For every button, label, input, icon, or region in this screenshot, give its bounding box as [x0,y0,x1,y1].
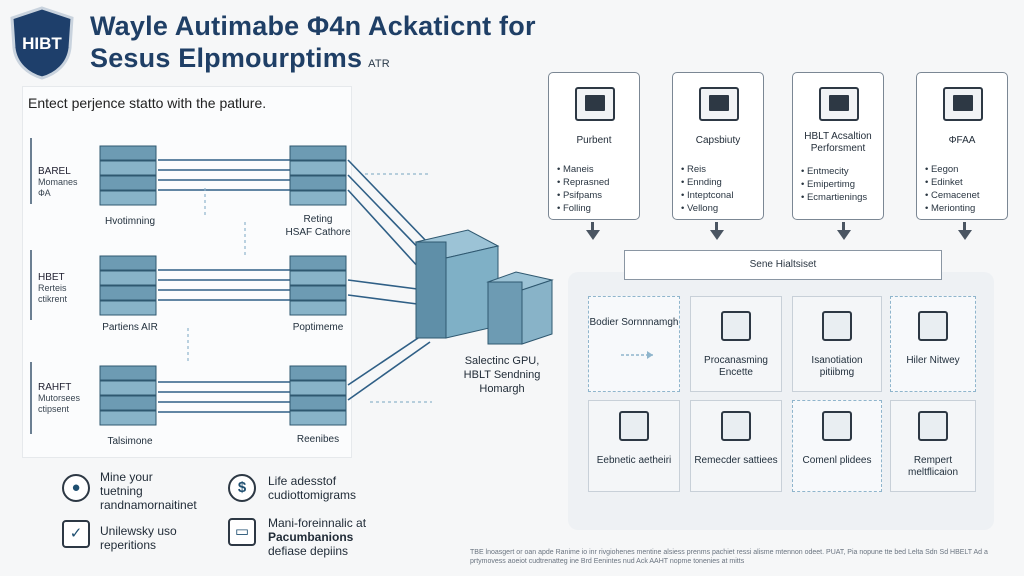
central-server-label: Salectinc GPU, HBLT Sendning Homargh [463,355,541,395]
node-label: Reenibes [296,434,340,445]
service-tile: Hiler Nitwey [890,296,976,392]
node-label: Talsimone [107,436,153,447]
service-tile: Isanotiation pitiibmg [792,296,882,392]
service-tile: Bodier Sornnnamgh [588,296,680,392]
instruction-text: Entect perjence statto with the patlure. [28,95,267,111]
server-stack [99,365,157,426]
node-label: Reting [303,214,333,225]
scanner-icon [721,411,751,441]
central-server [414,229,500,339]
arrow-down-icon [837,230,851,240]
service-tile: Comenl plidees [792,400,882,492]
node-label: Partiens AIR [102,322,158,333]
svg-text:HIBT: HIBT [22,34,62,53]
service-tile: Rempert meltflicaion [890,400,976,492]
server-stack [289,365,347,426]
arrow-down-icon [586,230,600,240]
services-bar: Sene Hialtsiset [624,250,942,280]
arrows-icon [621,351,653,359]
chip-icon [699,87,739,121]
secondary-server [486,271,554,345]
node-label: Hvotimning [104,216,156,227]
arrow-down-icon [710,230,724,240]
location-pin-icon: ● [62,474,90,502]
gears-icon [822,411,852,441]
flag-icon [819,87,859,121]
dollar-icon: $ [228,474,256,502]
title-suffix: ATR [368,58,390,70]
arrow-down-icon [958,230,972,240]
page-title: Wayle Autimabe Φ4n Ackaticnt for Sesus E… [90,10,536,80]
node-label: Poptimeme [292,322,344,333]
monitor-icon: ▭ [228,518,256,546]
title-line-1: Wayle Autimabe Φ4n Ackaticnt for [90,11,536,41]
share-icon [918,411,948,441]
server-stack [99,255,157,316]
service-tile: Eebnetic aetheiri [588,400,680,492]
network-icon [822,311,852,341]
server-stack [289,255,347,316]
footnote: TBE lnoasgert or oan apde Ranime io inr … [470,549,988,565]
network-diagram [99,145,554,426]
board-icon [575,87,615,121]
service-tile: Procanasming Encette [690,296,782,392]
document-icon [619,411,649,441]
service-tile: Remecder sattiees [690,400,782,492]
board-icon [721,311,751,341]
router-icon [918,311,948,341]
group-bracket [30,362,32,434]
card-ffaa: ΦFAA EegonEdinketCemacenetMerionting [916,72,1008,220]
node-label: HSAF Cathore [285,227,351,238]
monitor-icon [943,87,983,121]
group-bracket [30,250,32,320]
group-bracket [30,138,32,204]
card-purbent: Purbent ManeisReprasnedPsifpamsFolling [548,72,640,220]
server-stack [289,145,347,206]
card-hblt-acsaltion: HBLT Acsaltion Perforsment EntmecityEmip… [792,72,884,220]
card-capsbiuty: Capsbiuty ReisEnndingInteptconalVellong [672,72,764,220]
server-stack [99,145,157,206]
hibt-shield-logo: HIBT [10,6,74,80]
checklist-icon: ✓ [62,520,90,548]
